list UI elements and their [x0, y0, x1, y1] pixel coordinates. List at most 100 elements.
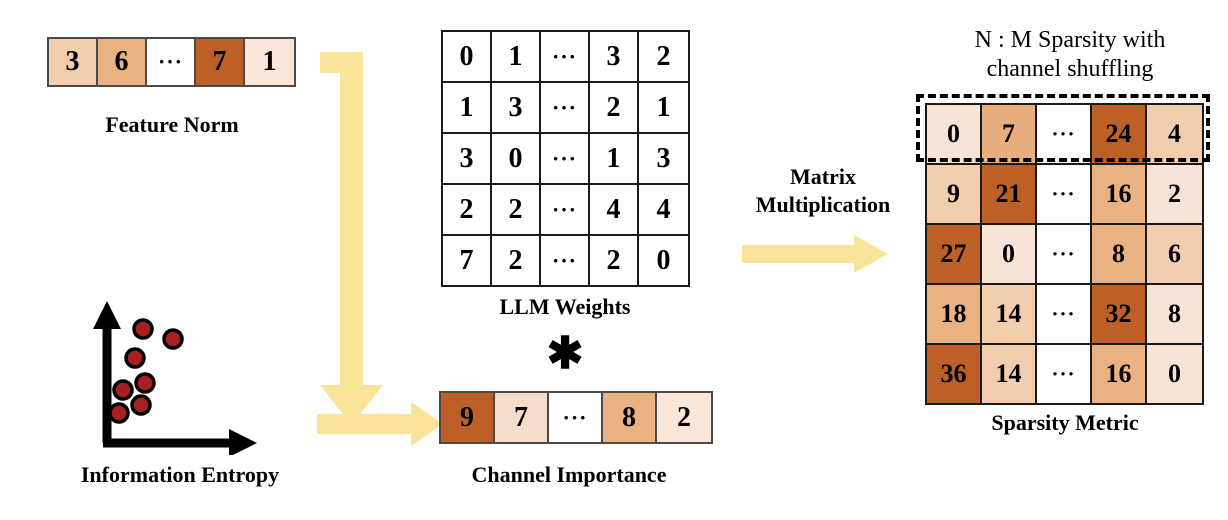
- llm-weights-cell: 1: [590, 134, 639, 183]
- y-axis-arrowhead: [93, 301, 121, 329]
- sparsity-metric-cell: 0: [1147, 345, 1202, 403]
- sparsity-title: N : M Sparsity with channel shuffling: [920, 26, 1220, 85]
- llm-weights-cell: 1: [492, 32, 541, 81]
- llm-weights-cell: 7: [443, 236, 492, 285]
- llm-weights-cell: ···: [541, 32, 590, 81]
- sparsity-metric-cell: 8: [1147, 285, 1202, 343]
- sparsity-metric-cell: 0: [982, 225, 1037, 283]
- feature-norm-cell: 7: [196, 39, 245, 85]
- llm-weights-cell: 3: [443, 134, 492, 183]
- llm-weights-cell: ···: [541, 83, 590, 132]
- llm-weights-cell: ···: [541, 134, 590, 183]
- sparsity-metric-cell: 18: [927, 285, 982, 343]
- llm-weights-caption: LLM Weights: [499, 294, 631, 319]
- llm-weights-cell: ···: [541, 185, 590, 234]
- entropy-point: [124, 347, 146, 369]
- feature-norm-cell: 3: [49, 39, 98, 85]
- information-entropy-caption: Information Entropy: [80, 462, 280, 487]
- matrix-multiplication-arrow: [742, 235, 888, 273]
- sparsity-metric-cell: 7: [982, 105, 1037, 163]
- sparsity-metric-cell: ···: [1037, 285, 1092, 343]
- sparsity-metric-cell: 8: [1092, 225, 1147, 283]
- feature-norm-cell: ···: [147, 39, 196, 85]
- llm-weights-cell: 3: [492, 83, 541, 132]
- llm-weights-cell: 2: [443, 185, 492, 234]
- channel-importance-cell: 9: [441, 393, 495, 442]
- sparsity-metric-cell: 27: [927, 225, 982, 283]
- sparsity-title-line1: N : M Sparsity with: [974, 27, 1166, 53]
- llm-weights-cell: 0: [492, 134, 541, 183]
- to-channel-importance-arrow: [317, 402, 443, 446]
- matrix-multiplication-label-line2: Multiplication: [755, 192, 891, 217]
- entropy-point: [130, 394, 152, 416]
- sparsity-metric-cell: 4: [1147, 105, 1202, 163]
- sparsity-metric-cell: 9: [927, 165, 982, 223]
- sparsity-metric-cell: ···: [1037, 105, 1092, 163]
- llm-weights-cell: 1: [639, 83, 688, 132]
- information-entropy-plot: [93, 301, 257, 455]
- entropy-data-points: [108, 318, 184, 424]
- sparsity-metric-cell: 36: [927, 345, 982, 403]
- llm-weights-cell: 2: [492, 236, 541, 285]
- channel-importance-cell: ···: [549, 393, 603, 442]
- entropy-point: [108, 402, 130, 424]
- sparsity-metric-cell: 16: [1092, 345, 1147, 403]
- llm-weights-cell: 4: [639, 185, 688, 234]
- entropy-point: [112, 379, 134, 401]
- sparsity-metric-cell: ···: [1037, 225, 1092, 283]
- channel-importance-caption: Channel Importance: [471, 462, 667, 487]
- entropy-point: [132, 318, 154, 340]
- sparsity-metric-cell: 32: [1092, 285, 1147, 343]
- sparsity-metric-cell: 24: [1092, 105, 1147, 163]
- feature-norm-cell: 1: [245, 39, 294, 85]
- channel-importance-cell: 7: [495, 393, 549, 442]
- elementwise-multiply-icon: ✱: [546, 329, 584, 378]
- sparsity-title-line2: channel shuffling: [986, 56, 1154, 83]
- llm-weights-cell: 3: [590, 32, 639, 81]
- sparsity-metric-caption: Sparsity Metric: [991, 410, 1139, 435]
- sparsity-metric-cell: 21: [982, 165, 1037, 223]
- entropy-point: [134, 372, 156, 394]
- matrix-multiplication-label-line1: Matrix: [790, 164, 856, 189]
- llm-weights-cell: ···: [541, 236, 590, 285]
- sparsity-metric-cell: 0: [927, 105, 982, 163]
- llm-weights-cell: 2: [590, 83, 639, 132]
- entropy-point: [162, 328, 184, 350]
- sparsity-metric-cell: 14: [982, 285, 1037, 343]
- feature-to-importance-elbow-arrow: [320, 52, 383, 425]
- llm-weights-cell: 2: [590, 236, 639, 285]
- feature-norm-caption: Feature Norm: [105, 112, 239, 137]
- channel-importance-cell: 2: [657, 393, 711, 442]
- sparsity-metric-cell: ···: [1037, 165, 1092, 223]
- sparsity-metric-cell: 6: [1147, 225, 1202, 283]
- llm-weights-cell: 0: [443, 32, 492, 81]
- channel-importance-cell: 8: [603, 393, 657, 442]
- sparsity-metric-cell: 14: [982, 345, 1037, 403]
- llm-weights-cell: 2: [492, 185, 541, 234]
- sparsity-metric-cell: ···: [1037, 345, 1092, 403]
- sparsity-metric-cell: 16: [1092, 165, 1147, 223]
- llm-weights-cell: 2: [639, 32, 688, 81]
- feature-norm-cell: 6: [98, 39, 147, 85]
- nm-sparsity-highlight-box: [916, 94, 1210, 162]
- x-axis-arrowhead: [229, 429, 257, 455]
- llm-weights-cell: 4: [590, 185, 639, 234]
- llm-weights-cell: 1: [443, 83, 492, 132]
- llm-weights-cell: 0: [639, 236, 688, 285]
- sparsity-metric-cell: 2: [1147, 165, 1202, 223]
